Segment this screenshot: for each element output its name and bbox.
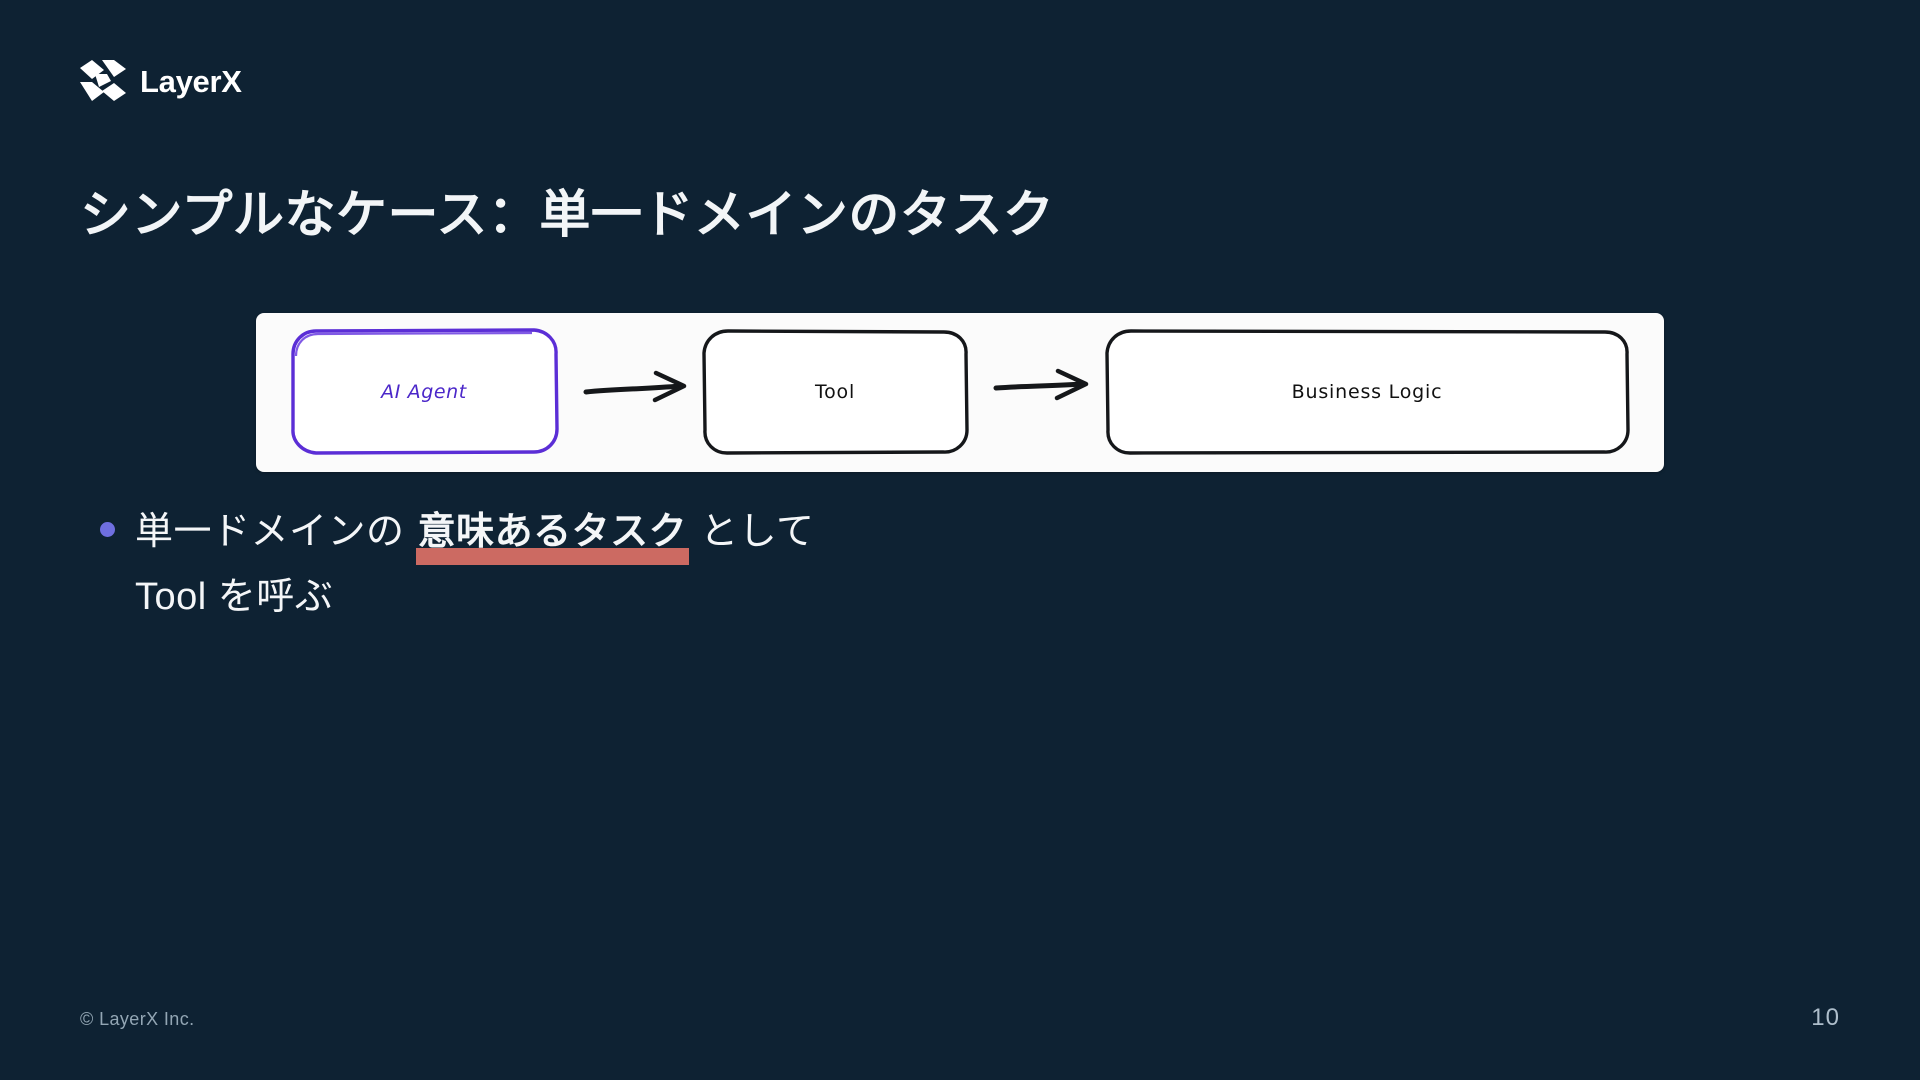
bullet-line1-suffix: として: [689, 511, 815, 553]
diagram-node-label-ai-agent: AI Agent: [379, 381, 468, 403]
diagram-node-label-tool: Tool: [814, 381, 855, 403]
diagram-arrow-2: [993, 368, 1089, 401]
bullet-text: 単一ドメインの 意味あるタスク として Tool を呼ぶ: [135, 500, 815, 631]
bullet-line1-prefix: 単一ドメインの: [135, 511, 416, 553]
bullet-list: 単一ドメインの 意味あるタスク として Tool を呼ぶ: [100, 500, 1300, 631]
diagram-arrow-1: [583, 370, 687, 403]
diagram-panel: AI Agent Tool Business Logic: [256, 313, 1664, 472]
diagram-node-label-business-logic: Business Logic: [1292, 381, 1443, 403]
layerx-logo-mark: [80, 60, 126, 101]
page-number: 10: [1811, 1004, 1840, 1031]
brand-logo: LayerX: [80, 58, 242, 104]
bullet-line2: Tool を呼ぶ: [135, 576, 334, 619]
diagram-node-ai-agent[interactable]: AI Agent: [291, 328, 559, 455]
logo-wordmark: LayerX: [140, 63, 242, 99]
diagram-node-business-logic[interactable]: Business Logic: [1105, 329, 1630, 455]
diagram-svg: AI Agent Tool Business Logic: [291, 328, 1630, 455]
page-title: シンプルなケース：単一ドメインのタスク: [80, 186, 1055, 243]
bullet-line1-highlight: 意味あるタスク: [415, 500, 690, 566]
bullet-marker-icon: [100, 522, 115, 537]
footer-copyright: © LayerX Inc.: [80, 1009, 195, 1029]
diagram-node-tool[interactable]: Tool: [702, 329, 969, 455]
list-item: 単一ドメインの 意味あるタスク として Tool を呼ぶ: [100, 500, 1300, 631]
